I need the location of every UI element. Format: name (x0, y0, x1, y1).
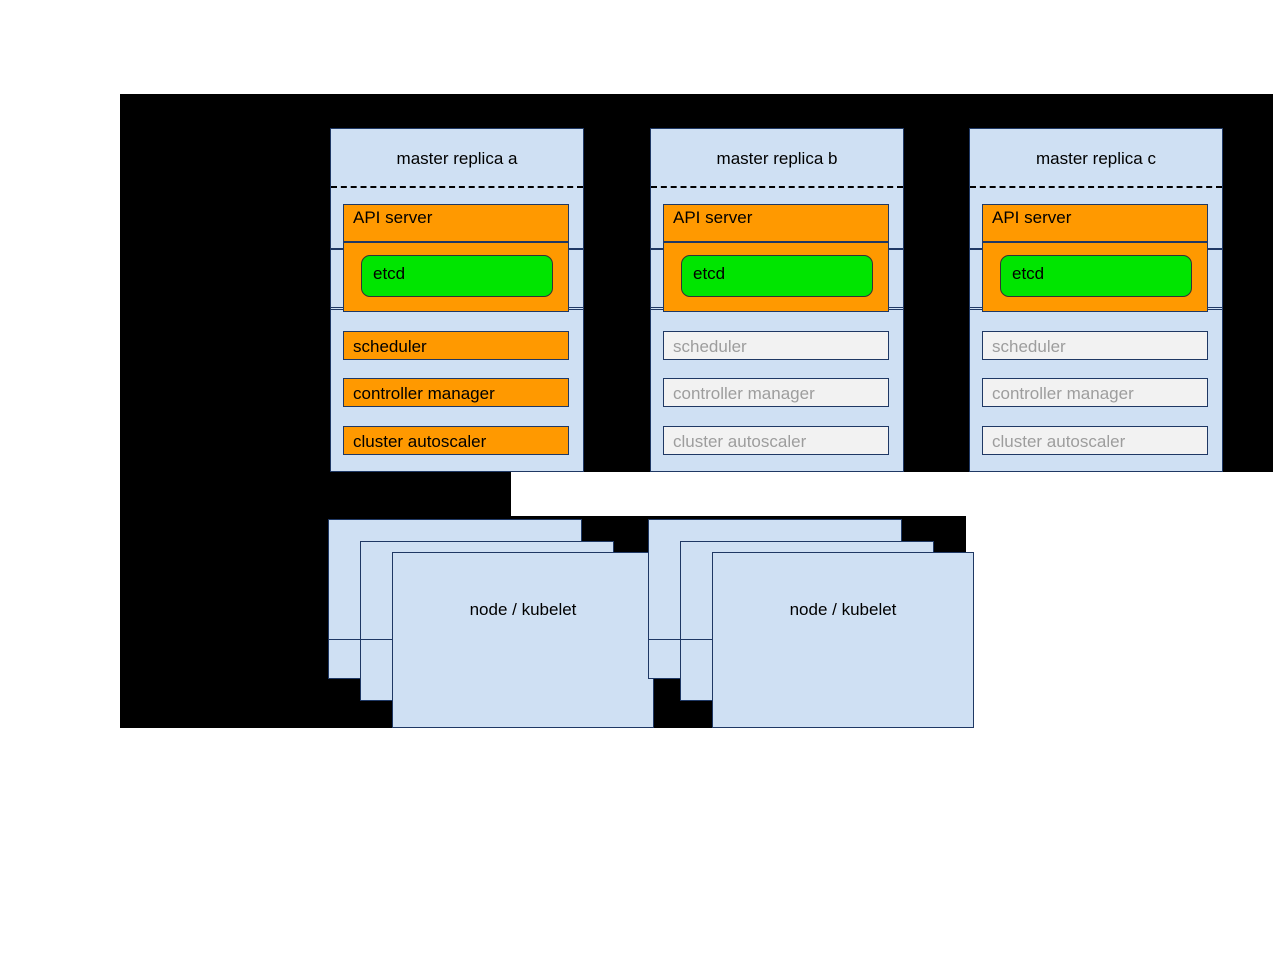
master-replica-b-title: master replica b (716, 149, 838, 168)
replica-a-controller-manager-label: controller manager (353, 384, 495, 403)
replica-c-etcd[interactable]: etcd (1000, 255, 1192, 297)
replica-c-controller-manager-label: controller manager (992, 384, 1134, 403)
replica-b-api-server[interactable]: API server (663, 204, 889, 242)
replica-c-dash-top (970, 186, 1222, 188)
replica-b-controller-manager[interactable]: controller manager (663, 378, 889, 407)
replica-c-cluster-autoscaler[interactable]: cluster autoscaler (982, 426, 1208, 455)
replica-a-api-server-label: API server (353, 208, 433, 227)
node-group-1-front[interactable]: node / kubelet (392, 552, 654, 728)
replica-c-api-server[interactable]: API server (982, 204, 1208, 242)
replica-b-etcd-label: etcd (693, 264, 726, 283)
replica-b-dash-top (651, 186, 903, 188)
replica-a-scheduler-label: scheduler (353, 337, 427, 356)
replica-a-controller-manager[interactable]: controller manager (343, 378, 569, 407)
replica-b-scheduler-label: scheduler (673, 337, 747, 356)
replica-b-etcd[interactable]: etcd (681, 255, 873, 297)
replica-c-api-server-label: API server (992, 208, 1072, 227)
replica-a-etcd[interactable]: etcd (361, 255, 553, 297)
replica-c-cluster-autoscaler-label: cluster autoscaler (992, 432, 1126, 451)
replica-b-api-server-label: API server (673, 208, 753, 227)
master-replica-a-title: master replica a (396, 149, 518, 168)
replica-b-cluster-autoscaler-label: cluster autoscaler (673, 432, 807, 451)
replica-a-dash-top (331, 186, 583, 188)
replica-b-cluster-autoscaler[interactable]: cluster autoscaler (663, 426, 889, 455)
replica-c-scheduler[interactable]: scheduler (982, 331, 1208, 360)
node-group-1-label: node / kubelet (469, 600, 577, 619)
node-group-2-label: node / kubelet (789, 600, 897, 619)
replica-a-cluster-autoscaler[interactable]: cluster autoscaler (343, 426, 569, 455)
replica-c-controller-manager[interactable]: controller manager (982, 378, 1208, 407)
replica-b-controller-manager-label: controller manager (673, 384, 815, 403)
replica-a-etcd-label: etcd (373, 264, 406, 283)
replica-a-api-server[interactable]: API server (343, 204, 569, 242)
replica-a-scheduler[interactable]: scheduler (343, 331, 569, 360)
replica-a-cluster-autoscaler-label: cluster autoscaler (353, 432, 487, 451)
replica-b-scheduler[interactable]: scheduler (663, 331, 889, 360)
node-group-2-front[interactable]: node / kubelet (712, 552, 974, 728)
replica-c-scheduler-label: scheduler (992, 337, 1066, 356)
node-group-2-rule (648, 639, 712, 640)
node-group-1-rule (328, 639, 392, 640)
master-replica-c-title: master replica c (1036, 149, 1156, 168)
replica-c-etcd-label: etcd (1012, 264, 1045, 283)
